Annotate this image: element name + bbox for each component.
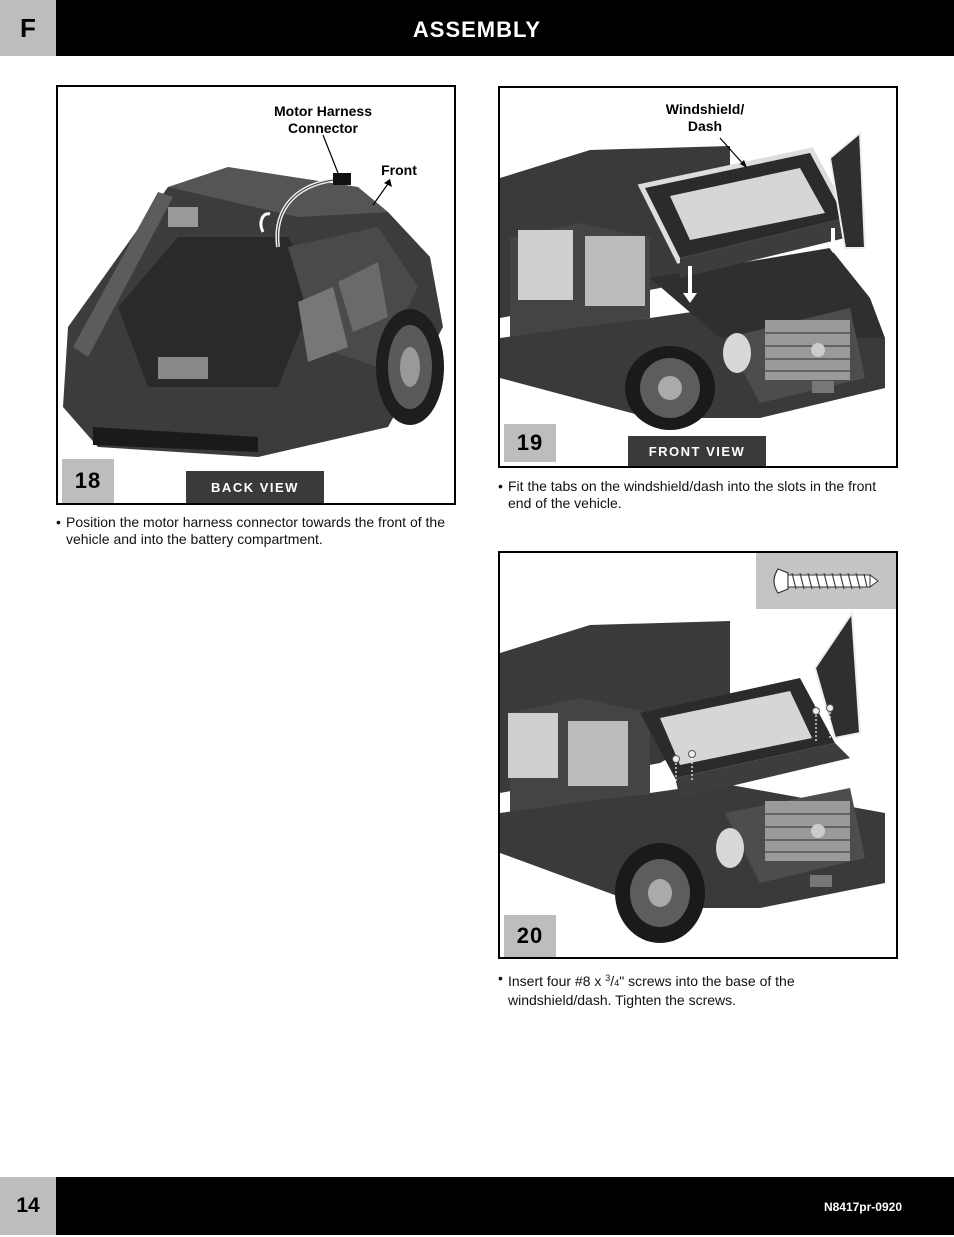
- callout-front: Front: [381, 162, 417, 178]
- callout-windshield-dash: Windshield/ Dash: [665, 101, 745, 134]
- fraction-numerator: 3: [605, 973, 611, 983]
- screw-callout-box: [756, 553, 896, 609]
- callout-motor-harness-connector: Motor Harness Connector: [273, 103, 373, 136]
- vehicle-back-view-illustration: [63, 134, 444, 457]
- bullet: •: [498, 970, 503, 986]
- step-20-caption: • Insert four #8 x 3/4" screws into the …: [498, 970, 898, 1009]
- vehicle-front-view-illustration: [500, 130, 885, 430]
- caption-text: Fit the tabs on the windshield/dash into…: [508, 478, 877, 511]
- vehicle-screws-illustration: [500, 610, 885, 943]
- fraction-denominator: 4: [614, 978, 620, 988]
- caption-pre: Insert four #8 x: [508, 973, 606, 989]
- caption-text: Position the motor harness connector tow…: [66, 514, 445, 547]
- page-footer: 14 N8417pr-0920: [0, 1177, 954, 1235]
- bullet: •: [498, 478, 503, 494]
- page-title: ASSEMBLY: [412, 17, 542, 42]
- step-18-illustration: Motor Harness Connector Front 18 BACK VI…: [56, 85, 456, 505]
- view-label: FRONT VIEW: [628, 436, 766, 466]
- page-header: F ASSEMBLY: [0, 0, 954, 56]
- view-label: BACK VIEW: [186, 471, 324, 503]
- step-19-caption: • Fit the tabs on the windshield/dash in…: [498, 478, 898, 512]
- section-tab: F: [0, 0, 56, 56]
- page-number: 14: [0, 1177, 56, 1235]
- step-20-illustration: 20: [498, 551, 898, 959]
- step-19-illustration: Windshield/ Dash 19 FRONT VIEW: [498, 86, 898, 468]
- step-18-caption: • Position the motor harness connector t…: [56, 514, 456, 548]
- bullet: •: [56, 514, 61, 530]
- screw-icon: [773, 568, 879, 594]
- step-number: 20: [504, 915, 556, 957]
- caption-text: Insert four #8 x 3/4" screws into the ba…: [508, 973, 795, 1008]
- document-code: N8417pr-0920: [823, 1200, 902, 1214]
- caption-post: " screws into the base of the windshield…: [508, 973, 795, 1008]
- step-number: 18: [62, 459, 114, 503]
- step-number: 19: [504, 424, 556, 462]
